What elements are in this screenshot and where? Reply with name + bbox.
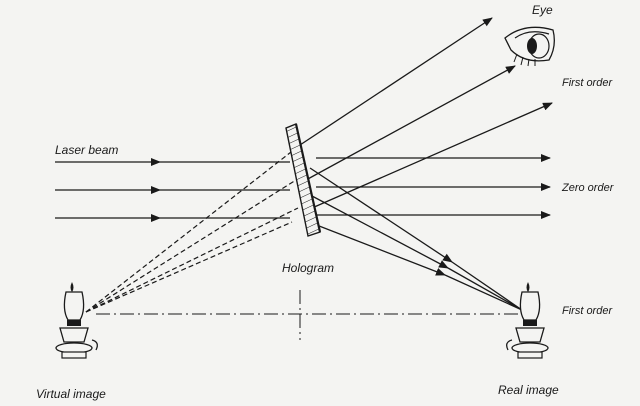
hologram-label: Hologram (282, 261, 334, 275)
eye-label: Eye (532, 3, 553, 17)
virtual-image-label: Virtual image (36, 387, 106, 401)
first-order-upper-rays (299, 17, 553, 209)
hologram-plate (285, 123, 322, 237)
zero-order-label: Zero order (561, 182, 615, 194)
real-image-label: Real image (498, 383, 559, 397)
optical-axis (96, 290, 520, 340)
first-order-bottom-label: First order (562, 305, 613, 317)
virtual-lamp-icon (55, 282, 98, 359)
first-order-top-label: First order (562, 77, 613, 89)
zero-order-rays (316, 154, 551, 219)
virtual-image-rays (85, 144, 301, 313)
first-order-lower-rays (309, 167, 523, 311)
laser-beam-label: Laser beam (55, 143, 118, 157)
laser-beam-rays (55, 158, 290, 222)
eye-icon (504, 26, 555, 67)
real-lamp-icon (506, 282, 549, 359)
